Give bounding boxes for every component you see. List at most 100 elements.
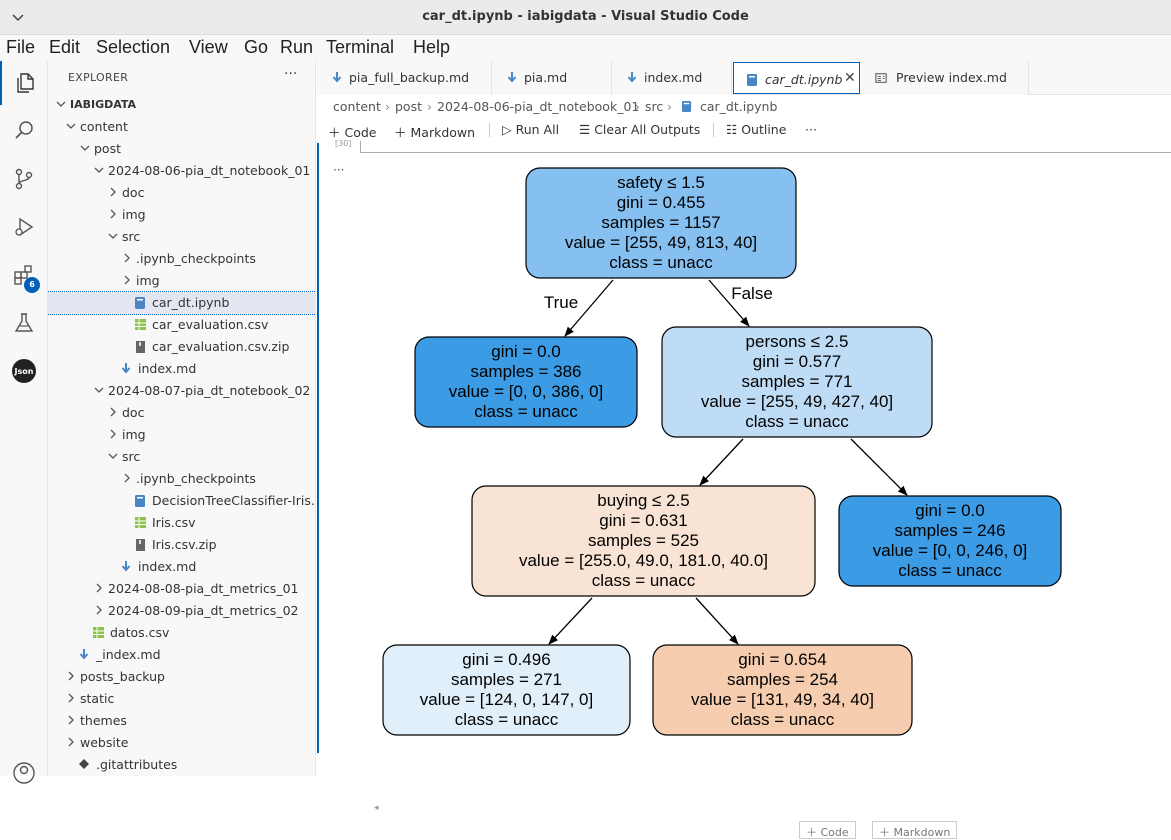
tree-folder[interactable]: website [48, 732, 315, 754]
menu-edit[interactable]: Edit [49, 37, 81, 57]
menu-help[interactable]: Help [413, 37, 451, 57]
tree-folder[interactable]: 2024-08-09-pia_dt_metrics_02 [48, 600, 315, 622]
edge-label-false: False [731, 284, 773, 303]
tree-file[interactable]: car_dt.ipynb [48, 291, 315, 315]
search-activity[interactable] [0, 109, 48, 153]
tab-car-dt[interactable]: car_dt.ipynb ✕ [733, 62, 860, 94]
source-control-activity[interactable] [0, 157, 48, 201]
chevron-down-icon [94, 167, 104, 173]
tree-file[interactable]: _index.md [48, 644, 315, 666]
clear-outputs-button[interactable]: ☰ Clear All Outputs [579, 122, 700, 137]
tree-node-box [525, 167, 797, 279]
tree-folder[interactable]: content [48, 116, 315, 138]
tree-file[interactable]: Iris.csv [48, 512, 315, 534]
tree-file[interactable]: DecisionTreeClassifier-Iris.ipynb [48, 490, 315, 512]
menu-view[interactable]: View [189, 37, 228, 57]
tree-node-text: class = unacc [592, 571, 696, 590]
tab-index[interactable]: index.md [612, 61, 732, 95]
tree-folder[interactable]: posts_backup [48, 666, 315, 688]
add-markdown-button[interactable]: ＋ Markdown [394, 122, 475, 141]
breadcrumb-item[interactable]: car_dt.ipynb [700, 99, 778, 114]
tree-folder[interactable]: src [48, 446, 315, 468]
notebook-icon [135, 495, 145, 507]
tree-node-text: value = [255, 49, 427, 40] [701, 392, 893, 411]
tree-file[interactable]: index.md [48, 358, 315, 380]
chevron-right-icon [96, 605, 102, 615]
tree-folder[interactable]: themes [48, 710, 315, 732]
tree-node-text: samples = 254 [727, 670, 838, 689]
tree-folder[interactable]: 2024-08-07-pia_dt_notebook_02 [48, 380, 315, 402]
accounts-activity[interactable] [0, 751, 48, 795]
chevron-down-icon[interactable] [10, 9, 26, 25]
explorer-root[interactable]: IABIGDATA [48, 94, 315, 116]
explorer-header: EXPLORER [68, 71, 129, 84]
testing-activity[interactable] [0, 301, 48, 345]
menu-file[interactable]: File [6, 37, 36, 57]
breadcrumb-item[interactable]: 2024-08-06-pia_dt_notebook_01 [437, 99, 640, 114]
json-activity[interactable]: Json [0, 349, 48, 393]
add-code-cell-button[interactable]: ＋ Code [799, 821, 856, 839]
tab-label: Preview index.md [896, 70, 1007, 85]
tree-folder[interactable]: .ipynb_checkpoints [48, 468, 315, 490]
tree-folder[interactable]: static [48, 688, 315, 710]
explorer-more-button[interactable]: ··· [284, 66, 298, 82]
tree-folder[interactable]: doc [48, 182, 315, 204]
json-icon: Json [12, 359, 36, 383]
tree-file[interactable]: car_evaluation.csv.zip [48, 336, 315, 358]
tree-file[interactable]: car_evaluation.csv [48, 314, 315, 336]
output-menu-button[interactable]: ··· [333, 163, 345, 177]
tree-item-label: IABIGDATA [70, 98, 137, 111]
zip-file-icon [136, 341, 145, 353]
tree-folder[interactable]: 2024-08-08-pia_dt_metrics_01 [48, 578, 315, 600]
menu-run[interactable]: Run [280, 37, 314, 57]
tree-file[interactable]: .gitattributes [48, 754, 315, 776]
tree-file[interactable]: index.md [48, 556, 315, 578]
tree-folder[interactable]: img [48, 270, 315, 292]
close-icon[interactable]: ✕ [844, 70, 856, 86]
run-debug-activity[interactable] [0, 205, 48, 249]
chevron-down-icon [108, 453, 118, 459]
toolbar-more-button[interactable]: ··· [805, 122, 817, 137]
extensions-icon [14, 265, 32, 285]
tree-item-label: website [80, 735, 129, 750]
breadcrumb-item[interactable]: post [395, 99, 422, 114]
csv-file-icon [135, 517, 146, 528]
tab-pia-full-backup[interactable]: pia_full_backup.md [317, 61, 492, 95]
menu-terminal[interactable]: Terminal [326, 37, 395, 57]
tab-pia[interactable]: pia.md [492, 61, 612, 95]
outline-button[interactable]: ☷ Outline [726, 122, 786, 137]
extensions-activity[interactable] [0, 253, 48, 297]
tree-item-label: static [80, 691, 115, 706]
menu-selection[interactable]: Selection [96, 37, 171, 57]
tree-folder[interactable]: src [48, 226, 315, 248]
breadcrumb-item[interactable]: src [645, 99, 664, 114]
explorer-activity[interactable] [0, 61, 48, 105]
collapse-output-icon[interactable]: ◂ [374, 803, 379, 813]
chevron-right-icon: › [385, 99, 390, 114]
tree-folder[interactable]: doc [48, 402, 315, 424]
tree-folder[interactable]: img [48, 204, 315, 226]
run-all-button[interactable]: ▷ Run All [502, 122, 559, 137]
tree-folder[interactable]: post [48, 138, 315, 160]
markdown-arrow-icon [332, 72, 342, 83]
add-markdown-cell-button[interactable]: ＋ Markdown [872, 821, 958, 839]
chevron-right-icon [110, 187, 116, 197]
tree-node-text: gini = 0.455 [617, 193, 705, 212]
breadcrumb-item[interactable]: content [333, 99, 381, 114]
add-code-button[interactable]: ＋ Code [328, 122, 377, 141]
tree-node-text: class = unacc [898, 561, 1002, 580]
tree-folder[interactable]: .ipynb_checkpoints [48, 248, 315, 270]
tree-item-label: src [122, 449, 141, 464]
tab-preview-index[interactable]: Preview index.md [861, 61, 1029, 95]
menu-go[interactable]: Go [244, 37, 269, 57]
clear-outputs-label: Clear All Outputs [594, 122, 701, 137]
csv-file-icon [93, 627, 104, 638]
tree-folder[interactable]: img [48, 424, 315, 446]
tree-file[interactable]: Iris.csv.zip [48, 534, 315, 556]
tree-folder[interactable]: 2024-08-06-pia_dt_notebook_01 [48, 160, 315, 182]
tree-file[interactable]: datos.csv [48, 622, 315, 644]
